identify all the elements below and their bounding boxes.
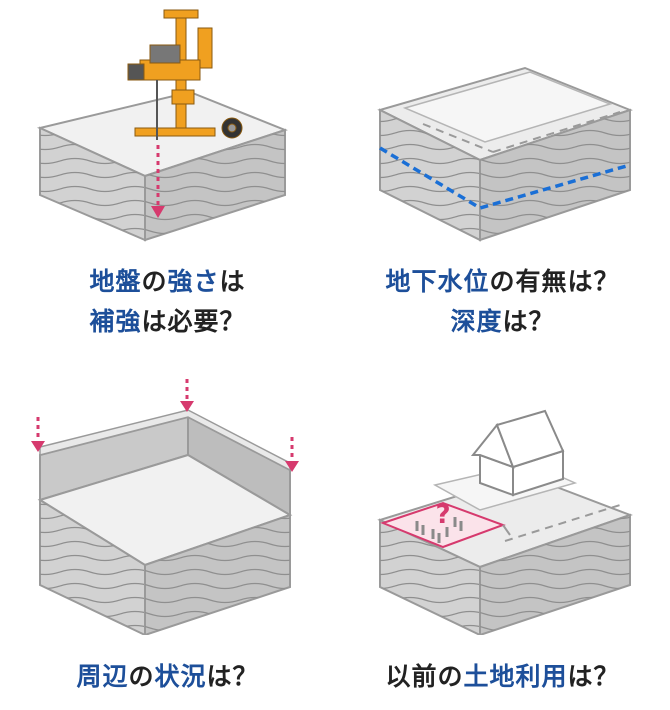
- arrow-center: [180, 379, 194, 412]
- panel-previous-land-use: ? 以前の土地利用は？: [335, 355, 670, 710]
- caption-ground-strength: 地盤の強さは 補強は必要？: [0, 262, 335, 342]
- caption-surroundings: 周辺の状況は？: [0, 657, 335, 697]
- arrow-left: [31, 417, 45, 452]
- drilling-rig-icon: [36, 9, 288, 242]
- caption-line-1: 周辺の状況は？: [76, 662, 259, 691]
- marked-area: ?: [380, 500, 506, 549]
- groundwater-line-icon: [377, 66, 633, 242]
- drilling-machine: [127, 9, 243, 139]
- panel-groundwater: 地下水位の有無は？ 深度は？: [335, 0, 670, 355]
- caption-line-1: 地下水位の有無は？: [385, 267, 620, 296]
- house-icon: [470, 409, 565, 497]
- panel-surroundings: 周辺の状況は？: [0, 355, 335, 710]
- caption-groundwater: 地下水位の有無は？ 深度は？: [335, 262, 670, 342]
- retaining-wall-icon: [31, 379, 299, 635]
- buried-objects-icon: ?: [377, 409, 633, 635]
- question-mark: ?: [435, 500, 450, 530]
- arrow-right: [285, 437, 299, 472]
- caption-line-1: 地盤の強さは: [89, 267, 246, 296]
- caption-line-2: 深度は？: [450, 307, 555, 336]
- panel-ground-strength: 地盤の強さは 補強は必要？: [0, 0, 335, 355]
- caption-line-1: 以前の土地利用は？: [385, 662, 620, 691]
- caption-previous-land-use: 以前の土地利用は？: [335, 657, 670, 697]
- caption-line-2: 補強は必要？: [89, 307, 246, 336]
